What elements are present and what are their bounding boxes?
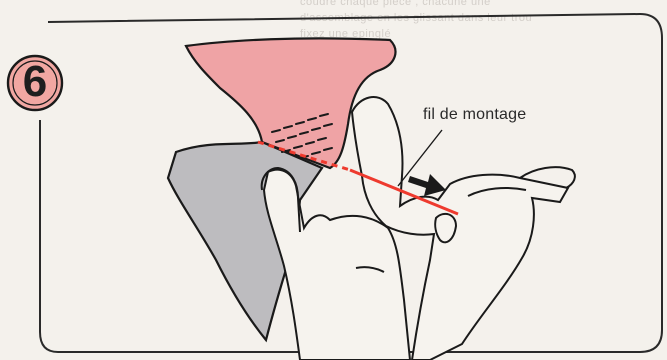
callout-leader-line bbox=[398, 130, 442, 186]
step-number: 6 bbox=[4, 52, 66, 114]
right-finger-detail bbox=[435, 214, 456, 242]
callout-label-fil-de-montage: fil de montage bbox=[423, 106, 526, 124]
pull-direction-arrow bbox=[408, 174, 446, 196]
